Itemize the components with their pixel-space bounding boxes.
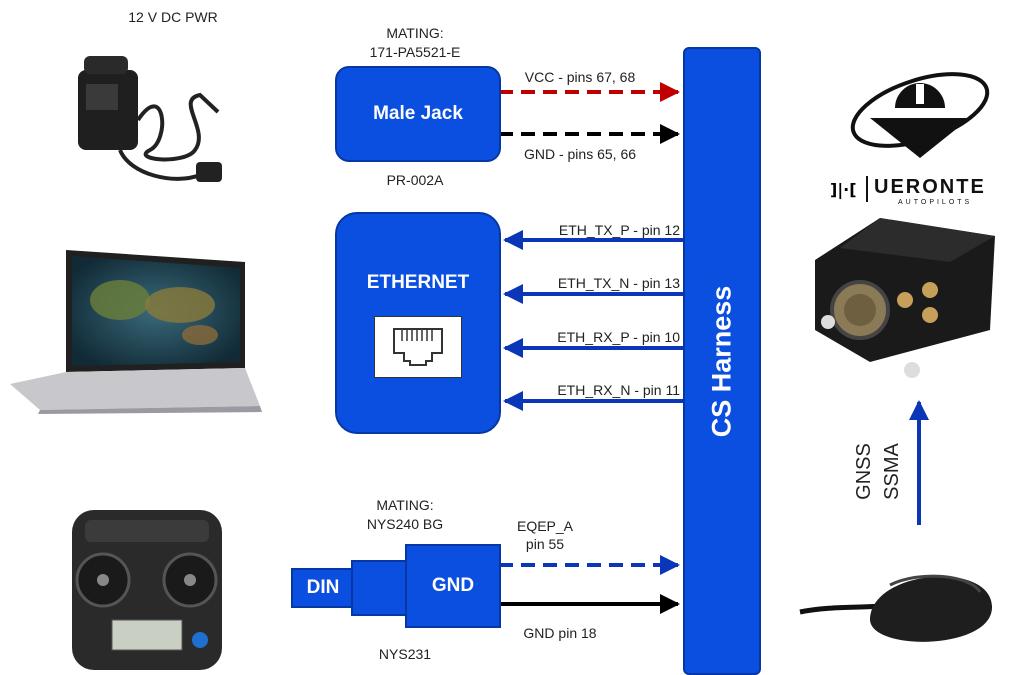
- power-title: 12 V DC PWR: [128, 9, 218, 25]
- eth-signal-label: ETH_TX_N - pin 13: [557, 275, 680, 291]
- din-adapter-body: [351, 560, 411, 616]
- male-jack-label: Male Jack: [373, 103, 463, 124]
- eth-signal-label: ETH_RX_P - pin 10: [557, 329, 680, 345]
- veronte-logo-mark: ]|·[: [830, 180, 857, 199]
- veronte-wordmark: ]|·[ UERONTE AUTOPILOTS: [830, 176, 1010, 210]
- eth-signal-label: ETH_RX_N - pin 11: [557, 382, 680, 398]
- rc-mating-label: MATING:: [376, 497, 434, 513]
- cs-harness-label: CS Harness: [706, 285, 737, 437]
- power-mating-part: 171-PA5521-E: [369, 44, 461, 60]
- din-label: DIN: [306, 577, 340, 598]
- eth-signal-label: ETH_TX_P - pin 12: [558, 222, 680, 238]
- power-mating-label: MATING:: [386, 25, 444, 41]
- gnd-power-label: GND - pins 65, 66: [523, 146, 637, 162]
- gnss-label: GNSS: [852, 443, 875, 500]
- autopilot-unit-image: [815, 218, 995, 378]
- cs-harness-bar[interactable]: CS Harness: [683, 47, 761, 675]
- rc-gnd-box-label: GND: [431, 575, 475, 596]
- rj45-port-icon: [374, 316, 462, 378]
- gnss-antenna-image: [799, 574, 993, 642]
- eqep-pin-label: pin 55: [525, 536, 565, 552]
- power-part-label: PR-002A: [386, 172, 444, 188]
- logo-divider: [866, 176, 868, 202]
- rc-gnd-label: GND pin 18: [523, 625, 597, 641]
- power-adapter-image: [78, 56, 222, 182]
- rc-transmitter-image: [72, 510, 222, 670]
- vcc-label: VCC - pins 67, 68: [524, 69, 636, 85]
- eqep-label: EQEP_A: [516, 518, 574, 534]
- male-jack-box[interactable]: Male Jack: [335, 66, 501, 162]
- rc-gnd-box[interactable]: GND: [405, 544, 501, 628]
- rc-mating-part: NYS240 BG: [366, 516, 444, 532]
- veronte-tagline: AUTOPILOTS: [898, 199, 973, 206]
- rc-part-label: NYS231: [378, 646, 432, 662]
- veronte-brand-name: UERONTE: [874, 176, 986, 198]
- ethernet-box[interactable]: ETHERNET: [335, 212, 501, 434]
- veronte-logo-icon: [850, 72, 990, 158]
- gnss-label-group: GNSS SSMA: [836, 436, 906, 506]
- ethernet-label: ETHERNET: [366, 272, 470, 293]
- laptop-image: [10, 250, 262, 414]
- din-connector[interactable]: DIN: [291, 568, 355, 608]
- ssma-label: SSMA: [880, 443, 903, 500]
